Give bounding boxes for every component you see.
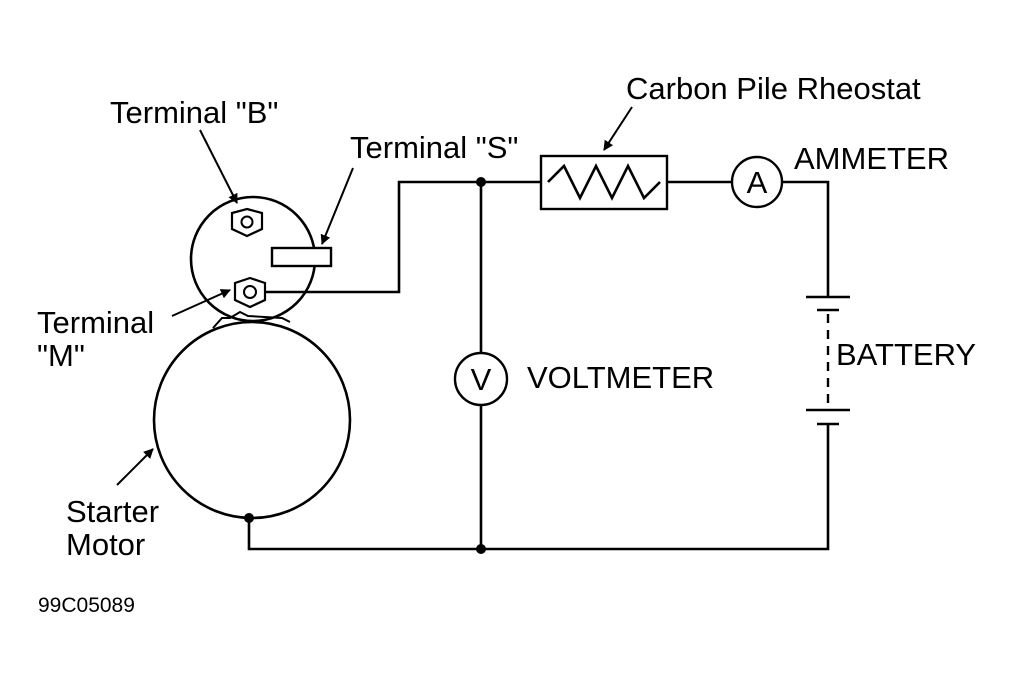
arrow-terminal-s bbox=[320, 167, 354, 245]
voltmeter-symbol: V bbox=[471, 362, 492, 397]
arrow-terminal-b bbox=[199, 129, 238, 204]
junction-dot-bottom bbox=[476, 544, 486, 554]
wire-ammeter-to-battery bbox=[782, 180, 830, 297]
terminal-m-stud bbox=[243, 285, 257, 299]
arrow-terminal-m bbox=[171, 289, 231, 317]
label-terminal-s: Terminal "S" bbox=[350, 130, 518, 165]
wire-terminal-m-to-rheostat bbox=[265, 180, 541, 294]
ammeter-symbol: A bbox=[747, 165, 768, 200]
label-terminal-m-line2: "M" bbox=[37, 338, 85, 373]
terminal-s-tab bbox=[270, 246, 333, 268]
junction-dot-motor bbox=[244, 513, 254, 523]
label-starter-motor-line1: Starter bbox=[66, 494, 159, 529]
terminal-b-hex-nut bbox=[230, 207, 264, 238]
label-ammeter: AMMETER bbox=[794, 141, 949, 176]
ammeter-circle bbox=[730, 155, 784, 209]
label-terminal-b: Terminal "B" bbox=[110, 95, 278, 130]
figure-code: 99C05089 bbox=[38, 594, 135, 617]
solenoid-bracket bbox=[212, 310, 291, 329]
label-battery: BATTERY bbox=[836, 337, 976, 372]
junction-dot-top bbox=[476, 177, 486, 187]
arrow-carbon-pile bbox=[603, 106, 633, 151]
label-voltmeter: VOLTMETER bbox=[527, 360, 714, 395]
label-terminal-m-line1: Terminal bbox=[37, 305, 154, 340]
rheostat-zigzag bbox=[547, 163, 661, 201]
arrow-starter-motor bbox=[116, 448, 154, 486]
wire-ground-return bbox=[247, 424, 830, 551]
terminal-m-hex-nut bbox=[233, 276, 267, 309]
label-carbon-pile-rheostat: Carbon Pile Rheostat bbox=[626, 71, 921, 106]
terminal-b-stud bbox=[240, 215, 254, 229]
starter-motor-body bbox=[152, 320, 352, 520]
voltmeter-circle bbox=[453, 351, 509, 407]
label-starter-motor-line2: Motor bbox=[66, 527, 145, 562]
